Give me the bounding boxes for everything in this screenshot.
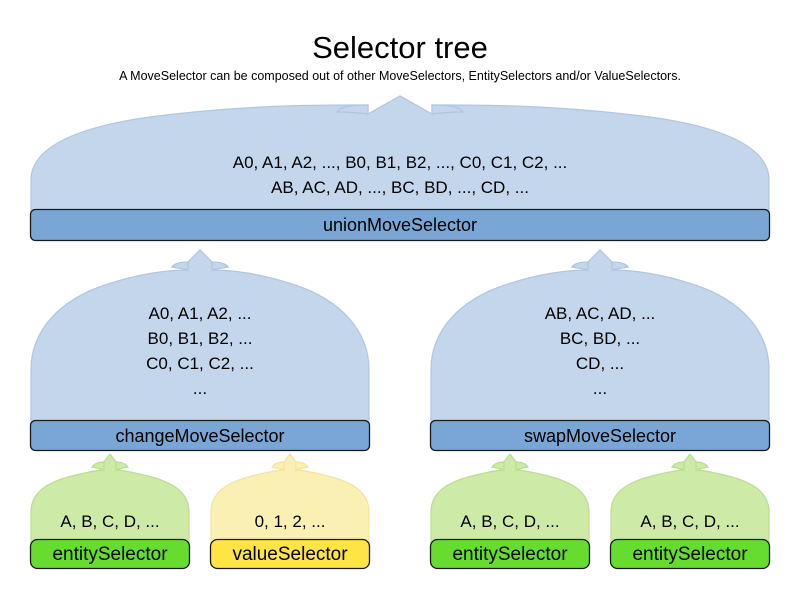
page-title: Selector tree — [312, 30, 488, 65]
change-node-arrow-notch-left — [170, 261, 189, 271]
leaf-entity-1-dome-shape — [30, 453, 190, 544]
leaf-entity-2-arrow-notch-right — [515, 461, 529, 471]
change-node-content-line: A0, A1, A2, ... — [148, 304, 252, 323]
leaf-value-1-label-bar[interactable] — [209, 538, 371, 570]
leaf-value-1-dome-shape — [210, 453, 370, 544]
leaf-value-1-content-line: 0, 1, 2, ... — [254, 512, 326, 531]
leaf-entity-2-content: A, B, C, D, ... — [430, 512, 590, 532]
leaf-entity-3-arrow-notch-right — [695, 461, 709, 471]
leaf-entity-3-label-bar[interactable] — [609, 538, 771, 570]
leaf-entity-2-dome-shape — [430, 453, 590, 544]
change-node-content: A0, A1, A2, ... B0, B1, B2, ... C0, C1, … — [30, 301, 370, 401]
change-node-arrow-notch-right — [211, 261, 230, 271]
swap-node-arrow-notch-right — [611, 261, 630, 271]
change-node-label-bar[interactable] — [29, 419, 371, 452]
leaf-entity-1-arrow-notch-left — [91, 461, 105, 471]
leaf-value-1-arrow-notch-right — [295, 461, 309, 471]
leaf-entity-1-content: A, B, C, D, ... — [30, 512, 190, 532]
change-node-content-line: ... — [192, 379, 208, 398]
leaf-entity-3-content: A, B, C, D, ... — [610, 512, 770, 532]
swap-node-label-bar[interactable] — [429, 419, 771, 452]
leaf-entity-2-label-bar[interactable] — [429, 538, 591, 570]
swap-node-label: swapMoveSelector — [523, 426, 677, 446]
leaf-entity-3-label: entitySelector — [632, 544, 748, 565]
swap-node-content-line: CD, ... — [575, 354, 625, 373]
union-node-arrow-notch-right — [431, 104, 465, 115]
leaf-entity-1-arrow-notch-right — [115, 461, 129, 471]
swap-node-arrow-notch-left — [570, 261, 589, 271]
leaf-entity-2-content-line: A, B, C, D, ... — [460, 512, 560, 531]
union-node-content-line: A0, A1, A2, ..., B0, B1, B2, ..., C0, C1… — [232, 153, 568, 172]
change-node-dome-shape — [30, 249, 370, 425]
leaf-entity-3-dome-shape — [610, 453, 770, 544]
swap-node-content: AB, AC, AD, ... BC, BD, ... CD, ... ... — [430, 301, 770, 401]
page-subtitle: A MoveSelector can be composed out of ot… — [119, 69, 681, 83]
leaf-value-1-content: 0, 1, 2, ... — [210, 512, 370, 532]
change-node-label: changeMoveSelector — [115, 426, 285, 446]
swap-node-content-line: ... — [592, 379, 608, 398]
leaf-entity-3-arrow-notch-left — [671, 461, 685, 471]
swap-node-dome-shape — [430, 249, 770, 425]
union-node-dome-shape — [30, 95, 770, 213]
union-node-label-bar[interactable] — [29, 208, 771, 242]
change-node-content-line: C0, C1, C2, ... — [146, 354, 254, 373]
leaf-entity-1-content-line: A, B, C, D, ... — [60, 512, 160, 531]
leaf-entity-2-arrow-notch-left — [491, 461, 505, 471]
change-node-content-line: B0, B1, B2, ... — [147, 329, 253, 348]
swap-node-content-line: BC, BD, ... — [559, 329, 641, 348]
swap-node-content-line: AB, AC, AD, ... — [544, 304, 656, 323]
leaf-entity-3-content-line: A, B, C, D, ... — [640, 512, 740, 531]
leaf-value-1-label: valueSelector — [232, 544, 348, 565]
union-node-arrow-notch — [335, 104, 369, 115]
leaf-entity-1-label-bar[interactable] — [29, 538, 191, 570]
leaf-value-1-arrow-notch-left — [271, 461, 285, 471]
union-node-label: unionMoveSelector — [322, 215, 478, 235]
union-node-content-line: AB, AC, AD, ..., BC, BD, ..., CD, ... — [271, 178, 529, 197]
leaf-entity-2-label: entitySelector — [452, 544, 568, 565]
leaf-entity-1-label: entitySelector — [52, 544, 168, 565]
union-node-content: A0, A1, A2, ..., B0, B1, B2, ..., C0, C1… — [30, 150, 770, 200]
